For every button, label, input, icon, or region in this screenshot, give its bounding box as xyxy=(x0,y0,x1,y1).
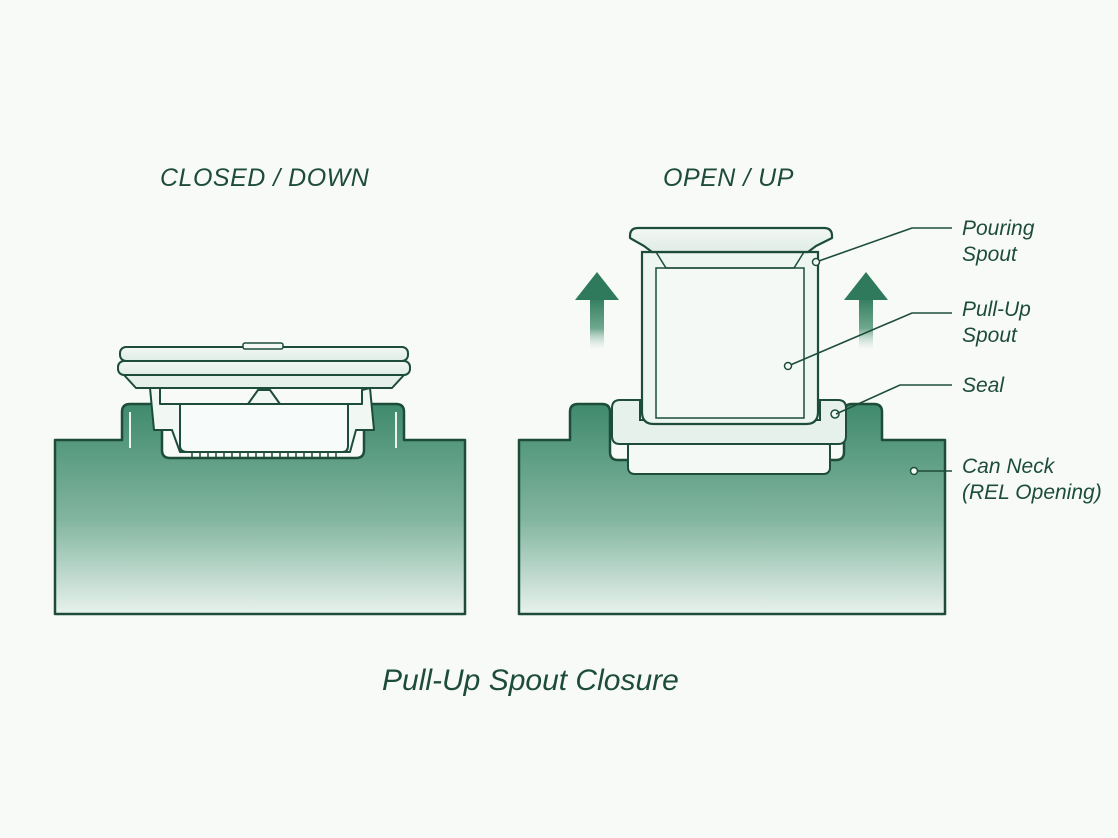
open-heading: OPEN / UP xyxy=(663,164,794,192)
callout-seal: Seal xyxy=(962,373,1004,399)
leader-dot-pull-up-spout xyxy=(783,361,793,371)
open-state-illustration xyxy=(517,226,947,616)
leader-dot-pouring-spout xyxy=(811,257,821,267)
callout-pouring-spout-line-1: Pouring xyxy=(962,217,1035,240)
open-pouring-spout-rim xyxy=(628,226,834,254)
callout-pouring-spout: Pouring Spout xyxy=(962,216,1034,268)
closed-heading: CLOSED / DOWN xyxy=(160,164,370,192)
callout-pouring-spout-line-2: Spout xyxy=(962,243,1017,266)
open-can-neck-body xyxy=(517,402,947,616)
open-base-ring xyxy=(627,439,831,475)
closed-flange-mid xyxy=(117,360,411,376)
callout-can-neck-line-1: Can Neck xyxy=(962,455,1055,478)
arrow-up-left-icon xyxy=(575,272,619,350)
callout-pull-up-spout-line-2: Spout xyxy=(962,324,1017,347)
closed-teeth xyxy=(191,452,337,458)
leader-pull-up-spout xyxy=(787,312,952,367)
closed-state-illustration xyxy=(53,342,467,616)
figure-caption: Pull-Up Spout Closure xyxy=(382,664,679,697)
callout-pull-up-spout-line-1: Pull-Up xyxy=(962,298,1031,321)
callout-leaders xyxy=(787,227,952,472)
callout-pull-up-spout: Pull-Up Spout xyxy=(962,297,1031,349)
callout-can-neck: Can Neck (REL Opening) xyxy=(962,454,1102,506)
leader-pouring-spout xyxy=(815,227,952,263)
callout-seal-line-1: Seal xyxy=(962,374,1005,397)
callout-can-neck-line-2: (REL Opening) xyxy=(962,481,1102,504)
leader-seal xyxy=(835,384,952,415)
leader-dot-can-neck xyxy=(909,466,919,476)
arrow-up-right-icon xyxy=(844,272,888,350)
closed-can-neck-body xyxy=(53,402,467,616)
